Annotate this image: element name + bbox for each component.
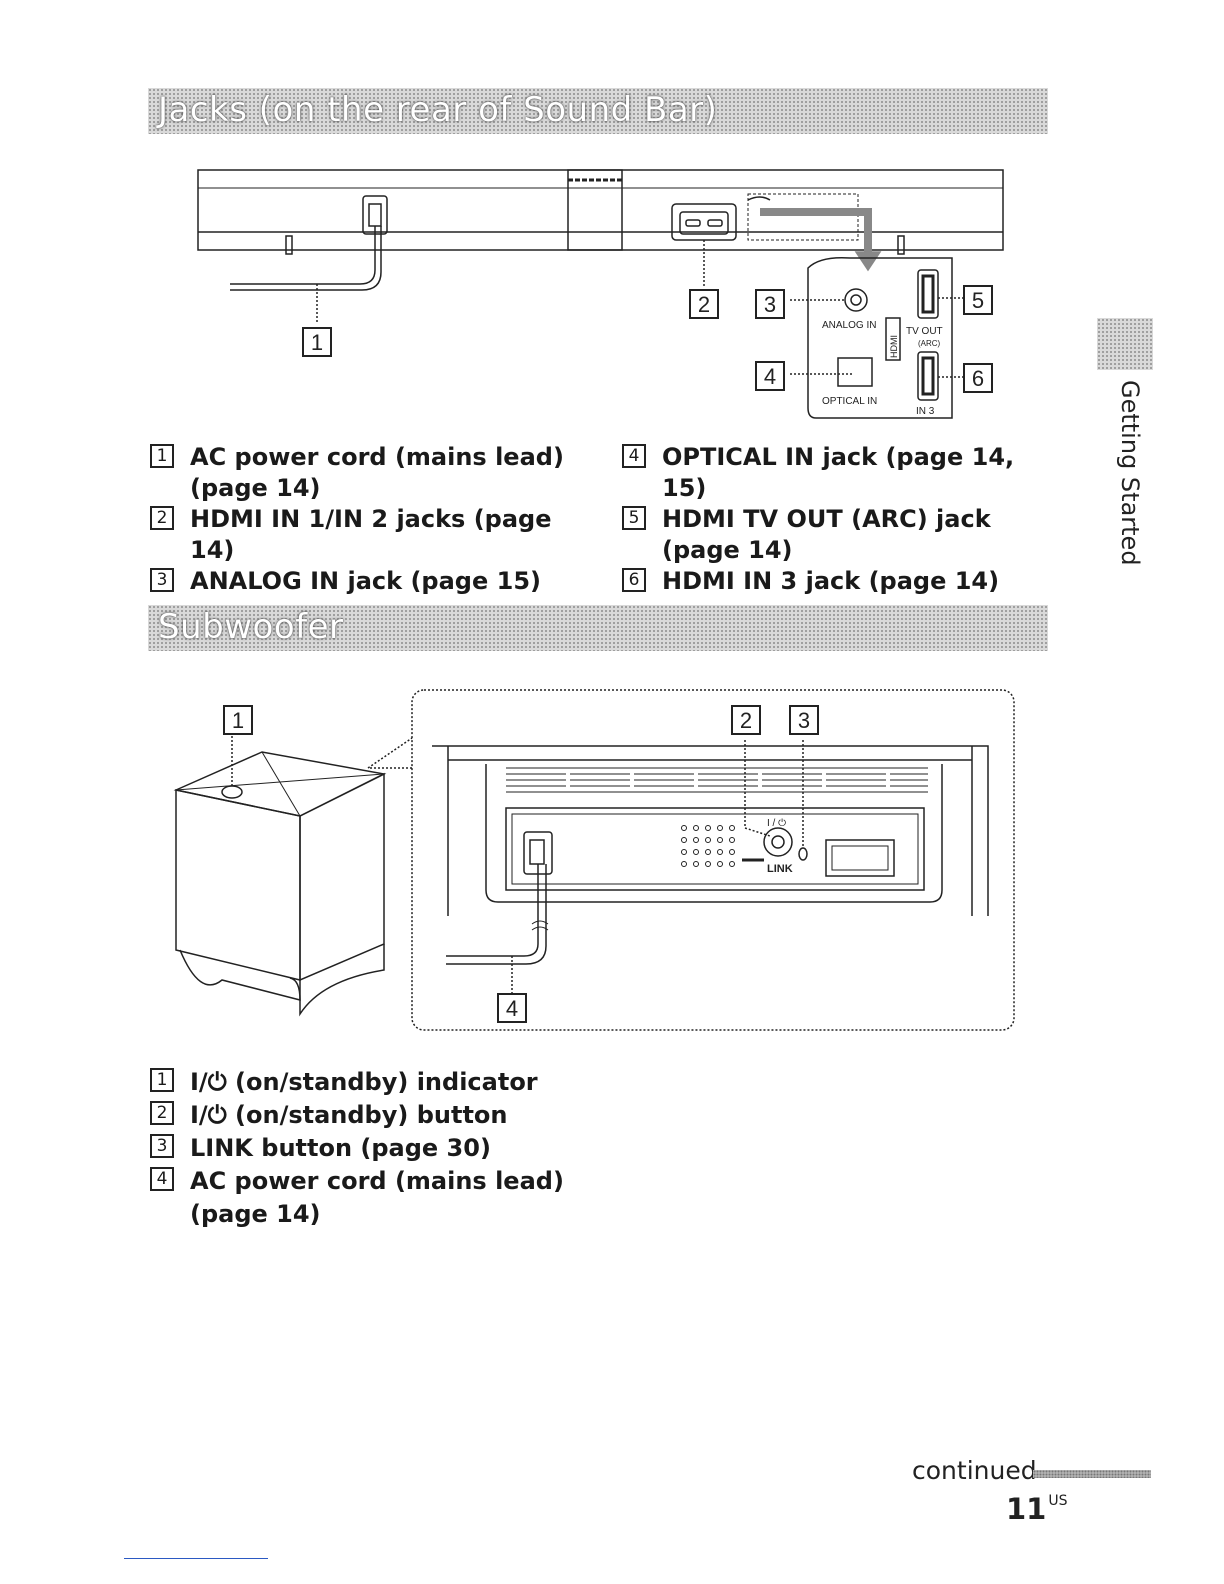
continued-bar [1033,1470,1151,1478]
tv-out-label: TV OUT [906,326,943,337]
subwoofer-illustration: I / ⏻ LINK 1 2 3 4 [173,689,1015,1031]
link-label: LINK [767,863,793,875]
sub-callout-4: 4 [506,996,518,1021]
callout-2: 2 [698,292,710,317]
sub-callout-1: 1 [232,708,244,733]
side-tab-label: Getting Started [1116,380,1144,566]
power-label: I / ⏻ [767,818,786,829]
callout-1: 1 [311,330,323,355]
callout-6: 6 [972,366,984,391]
callout-4: 4 [764,364,776,389]
analog-in-label: ANALOG IN [822,320,876,331]
footer-rule [124,1558,268,1559]
side-tab-marker [1097,318,1153,370]
sub-callout-2: 2 [740,708,752,733]
section-banner-subwoofer: Subwoofer [148,605,1048,651]
arc-label: (ARC) [918,339,941,348]
callout-3: 3 [764,292,776,317]
hdmi-label: HDMI [889,335,899,358]
sub-callout-3: 3 [798,708,810,733]
soundbar-rear-illustration: ANALOG IN OPTICAL IN HDMI TV OUT (ARC) I… [197,169,1004,419]
in3-label: IN 3 [916,406,935,417]
callout-5: 5 [972,288,984,313]
section-banner-jacks: Jacks (on the rear of Sound Bar) [148,88,1048,134]
section-title-subwoofer: Subwoofer [158,607,344,647]
section-title-jacks: Jacks (on the rear of Sound Bar) [158,90,718,130]
optical-in-label: OPTICAL IN [822,396,877,407]
continued-label: continued [912,1456,1037,1485]
